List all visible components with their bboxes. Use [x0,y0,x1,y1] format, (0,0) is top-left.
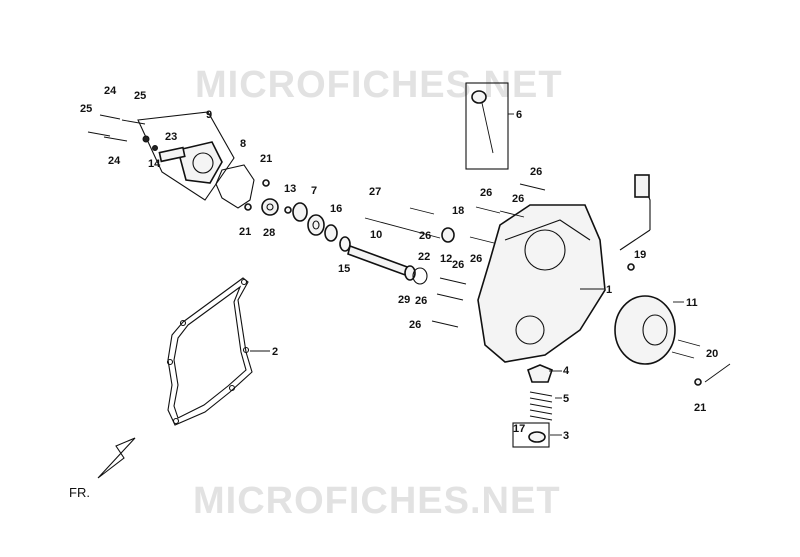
pump-gasket [215,164,255,209]
dipstick-part [465,82,509,170]
callout-21-a: 21 [260,153,272,165]
callout-26-e: 26 [470,253,482,265]
callout-12: 12 [440,253,452,265]
front-direction-label: FR. [69,485,90,500]
callout-20: 20 [706,348,718,360]
front-direction-arrow [97,437,136,479]
callout-14: 14 [148,158,161,170]
watermark-top: MICROFICHES.NET [195,64,563,106]
callout-28: 28 [263,227,275,239]
callout-18: 18 [452,205,464,217]
callout-8: 8 [240,138,246,150]
leader-lines [250,113,684,436]
callout-26-b: 26 [480,187,492,199]
callout-3: 3 [563,430,569,442]
callout-26-a: 26 [530,166,542,178]
callout-16: 16 [330,203,342,215]
oil-filter-parts [512,364,553,448]
callout-5: 5 [563,393,569,405]
callout-26-g: 26 [415,295,427,307]
shaft-components [244,179,455,285]
callout-2: 2 [272,346,278,358]
crankcase-cover-part [477,204,606,363]
callout-22: 22 [418,251,430,263]
callout-11: 11 [686,297,698,309]
callout-17: 17 [513,423,525,435]
callout-13: 13 [284,183,296,195]
callout-21-b: 21 [239,226,251,238]
callout-19: 19 [634,249,646,261]
callout-21-c: 21 [694,402,706,414]
callout-25-a: 25 [134,90,146,102]
callout-26-c: 26 [512,193,524,205]
callout-25-b: 25 [80,103,92,115]
callout-26-f: 26 [452,259,464,271]
bolts-26 [409,183,546,328]
gasket-part [166,277,253,426]
callout-7: 7 [311,185,317,197]
callout-9: 9 [206,109,212,121]
callout-26-h: 26 [409,319,421,331]
water-pump-assembly [137,111,235,201]
callout-1: 1 [606,284,612,296]
callout-23: 23 [165,131,177,143]
callout-24-b: 24 [108,155,121,167]
callout-4: 4 [563,365,570,377]
callout-10: 10 [370,229,382,241]
callout-27: 27 [369,186,381,198]
watermark-bottom: MICROFICHES.NET [193,480,561,522]
bolts-19-20-21 [627,263,731,386]
callout-29: 29 [398,294,410,306]
bolts-24-25 [87,114,146,142]
callout-24-a: 24 [104,85,117,97]
callout-26-d: 26 [419,230,431,242]
stator-part [614,174,676,365]
callout-6: 6 [516,109,522,121]
callout-15: 15 [338,263,350,275]
